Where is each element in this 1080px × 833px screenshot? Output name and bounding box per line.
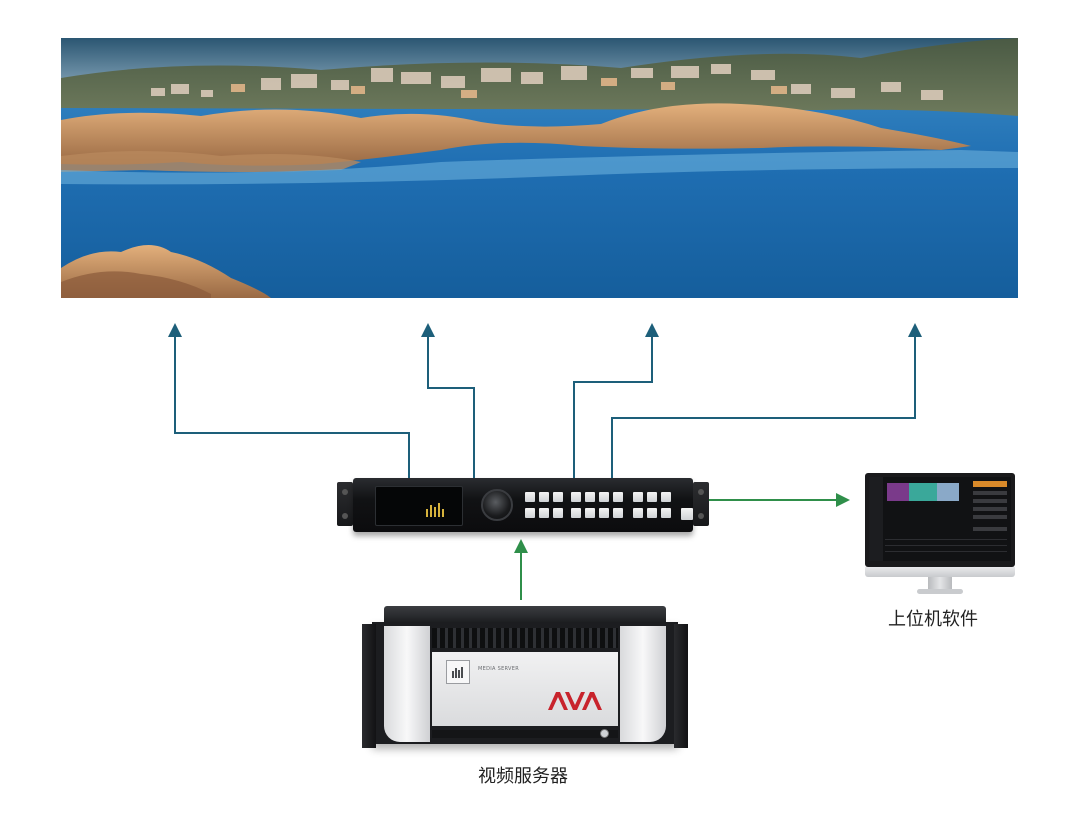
host-software-label: 上位机软件 [888, 609, 978, 630]
power-button-icon [600, 729, 609, 738]
video-server-label: 视频服务器 [478, 766, 568, 787]
processor-lcd-screen [375, 486, 463, 526]
output-line-2 [421, 323, 475, 478]
video-server-rack: MEDIA SERVER [362, 606, 688, 748]
monitor-bezel [865, 473, 1015, 567]
server-top-cover [384, 606, 666, 624]
rack-ear-left [337, 482, 353, 526]
server-handle-left [384, 626, 430, 742]
output-line-4 [611, 323, 922, 478]
server-logo-icon [446, 660, 470, 684]
monitor-base [917, 589, 963, 594]
output-line-3 [573, 323, 659, 478]
server-front-panel: MEDIA SERVER [432, 652, 618, 726]
server-rack-ear-left [362, 624, 376, 748]
monitor-stand [928, 577, 952, 589]
brand-logo [548, 692, 602, 714]
processor-button-panel [523, 488, 673, 522]
server-rack-ear-right [674, 624, 688, 748]
video-processor [337, 478, 709, 538]
host-computer-monitor [865, 473, 1015, 595]
monitor-chin [865, 567, 1015, 577]
processor-chassis [353, 478, 693, 532]
output-line-1 [168, 323, 410, 478]
processor-side-button [681, 508, 693, 520]
server-handle-right [620, 626, 666, 742]
rotary-knob [481, 489, 513, 521]
led-display-panorama [61, 38, 1018, 298]
server-bottom-strip [432, 730, 618, 738]
rack-ear-right [693, 482, 709, 526]
server-model-label: MEDIA SERVER [478, 666, 519, 672]
monitor-screen [869, 477, 1011, 561]
server-vent-grille [432, 628, 618, 648]
